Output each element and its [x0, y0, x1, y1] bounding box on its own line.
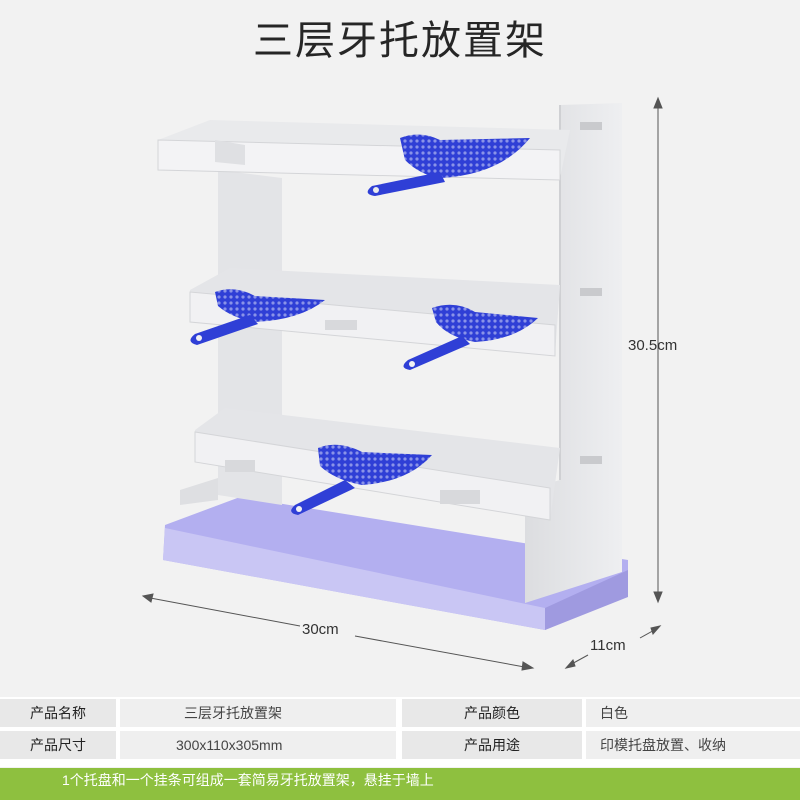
depth-label: 11cm [590, 637, 626, 654]
spec-table: 产品名称 三层牙托放置架 产品颜色 白色 产品尺寸 300x110x305mm … [0, 697, 800, 767]
width-dimension-line [141, 593, 535, 671]
rack-base [163, 497, 628, 630]
spec-name-value: 三层牙托放置架 [120, 699, 396, 727]
tray-middle-right [403, 304, 538, 370]
product-title: 三层牙托放置架 [253, 19, 547, 63]
spec-size-value: 300x110x305mm [120, 731, 396, 759]
tray-middle-left [190, 289, 325, 345]
tray-bottom [291, 444, 432, 515]
spec-color-label: 产品颜色 [402, 699, 582, 727]
spec-name-label: 产品名称 [0, 699, 116, 727]
spec-use-value: 印模托盘放置、收纳 [586, 731, 800, 759]
tray-top [367, 134, 530, 196]
height-dimension-line [653, 96, 663, 604]
footer-note: 1个托盘和一个挂条可组成一套简易牙托放置架，悬挂于墙上 [0, 768, 800, 800]
spec-size-label: 产品尺寸 [0, 731, 116, 759]
spec-use-label: 产品用途 [402, 731, 582, 759]
height-label: 30.5cm [628, 337, 678, 354]
product-photo [141, 96, 663, 671]
depth-dimension-line [564, 625, 662, 669]
spec-color-value: 白色 [586, 699, 800, 727]
width-label: 30cm [302, 621, 339, 638]
